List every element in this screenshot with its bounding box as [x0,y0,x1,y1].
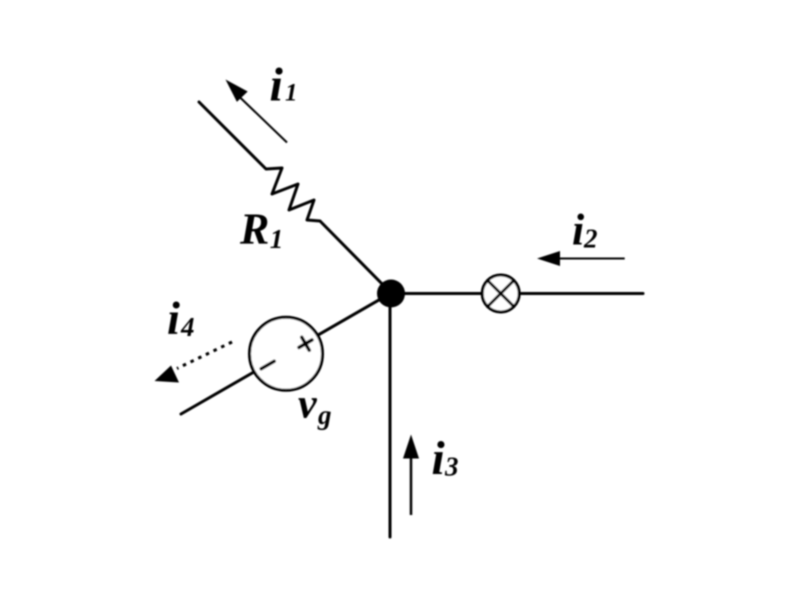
svg-text:i: i [270,59,284,112]
svg-text:4: 4 [180,312,195,342]
svg-text:R: R [239,205,269,254]
svg-text:i: i [572,206,585,255]
svg-text:v: v [298,382,318,428]
svg-text:i: i [432,433,445,485]
svg-text:3: 3 [444,452,459,482]
svg-text:1: 1 [285,80,298,107]
svg-text:g: g [317,400,332,430]
svg-text:2: 2 [583,224,598,254]
svg-text:i: i [167,294,180,345]
svg-text:1: 1 [270,224,284,254]
